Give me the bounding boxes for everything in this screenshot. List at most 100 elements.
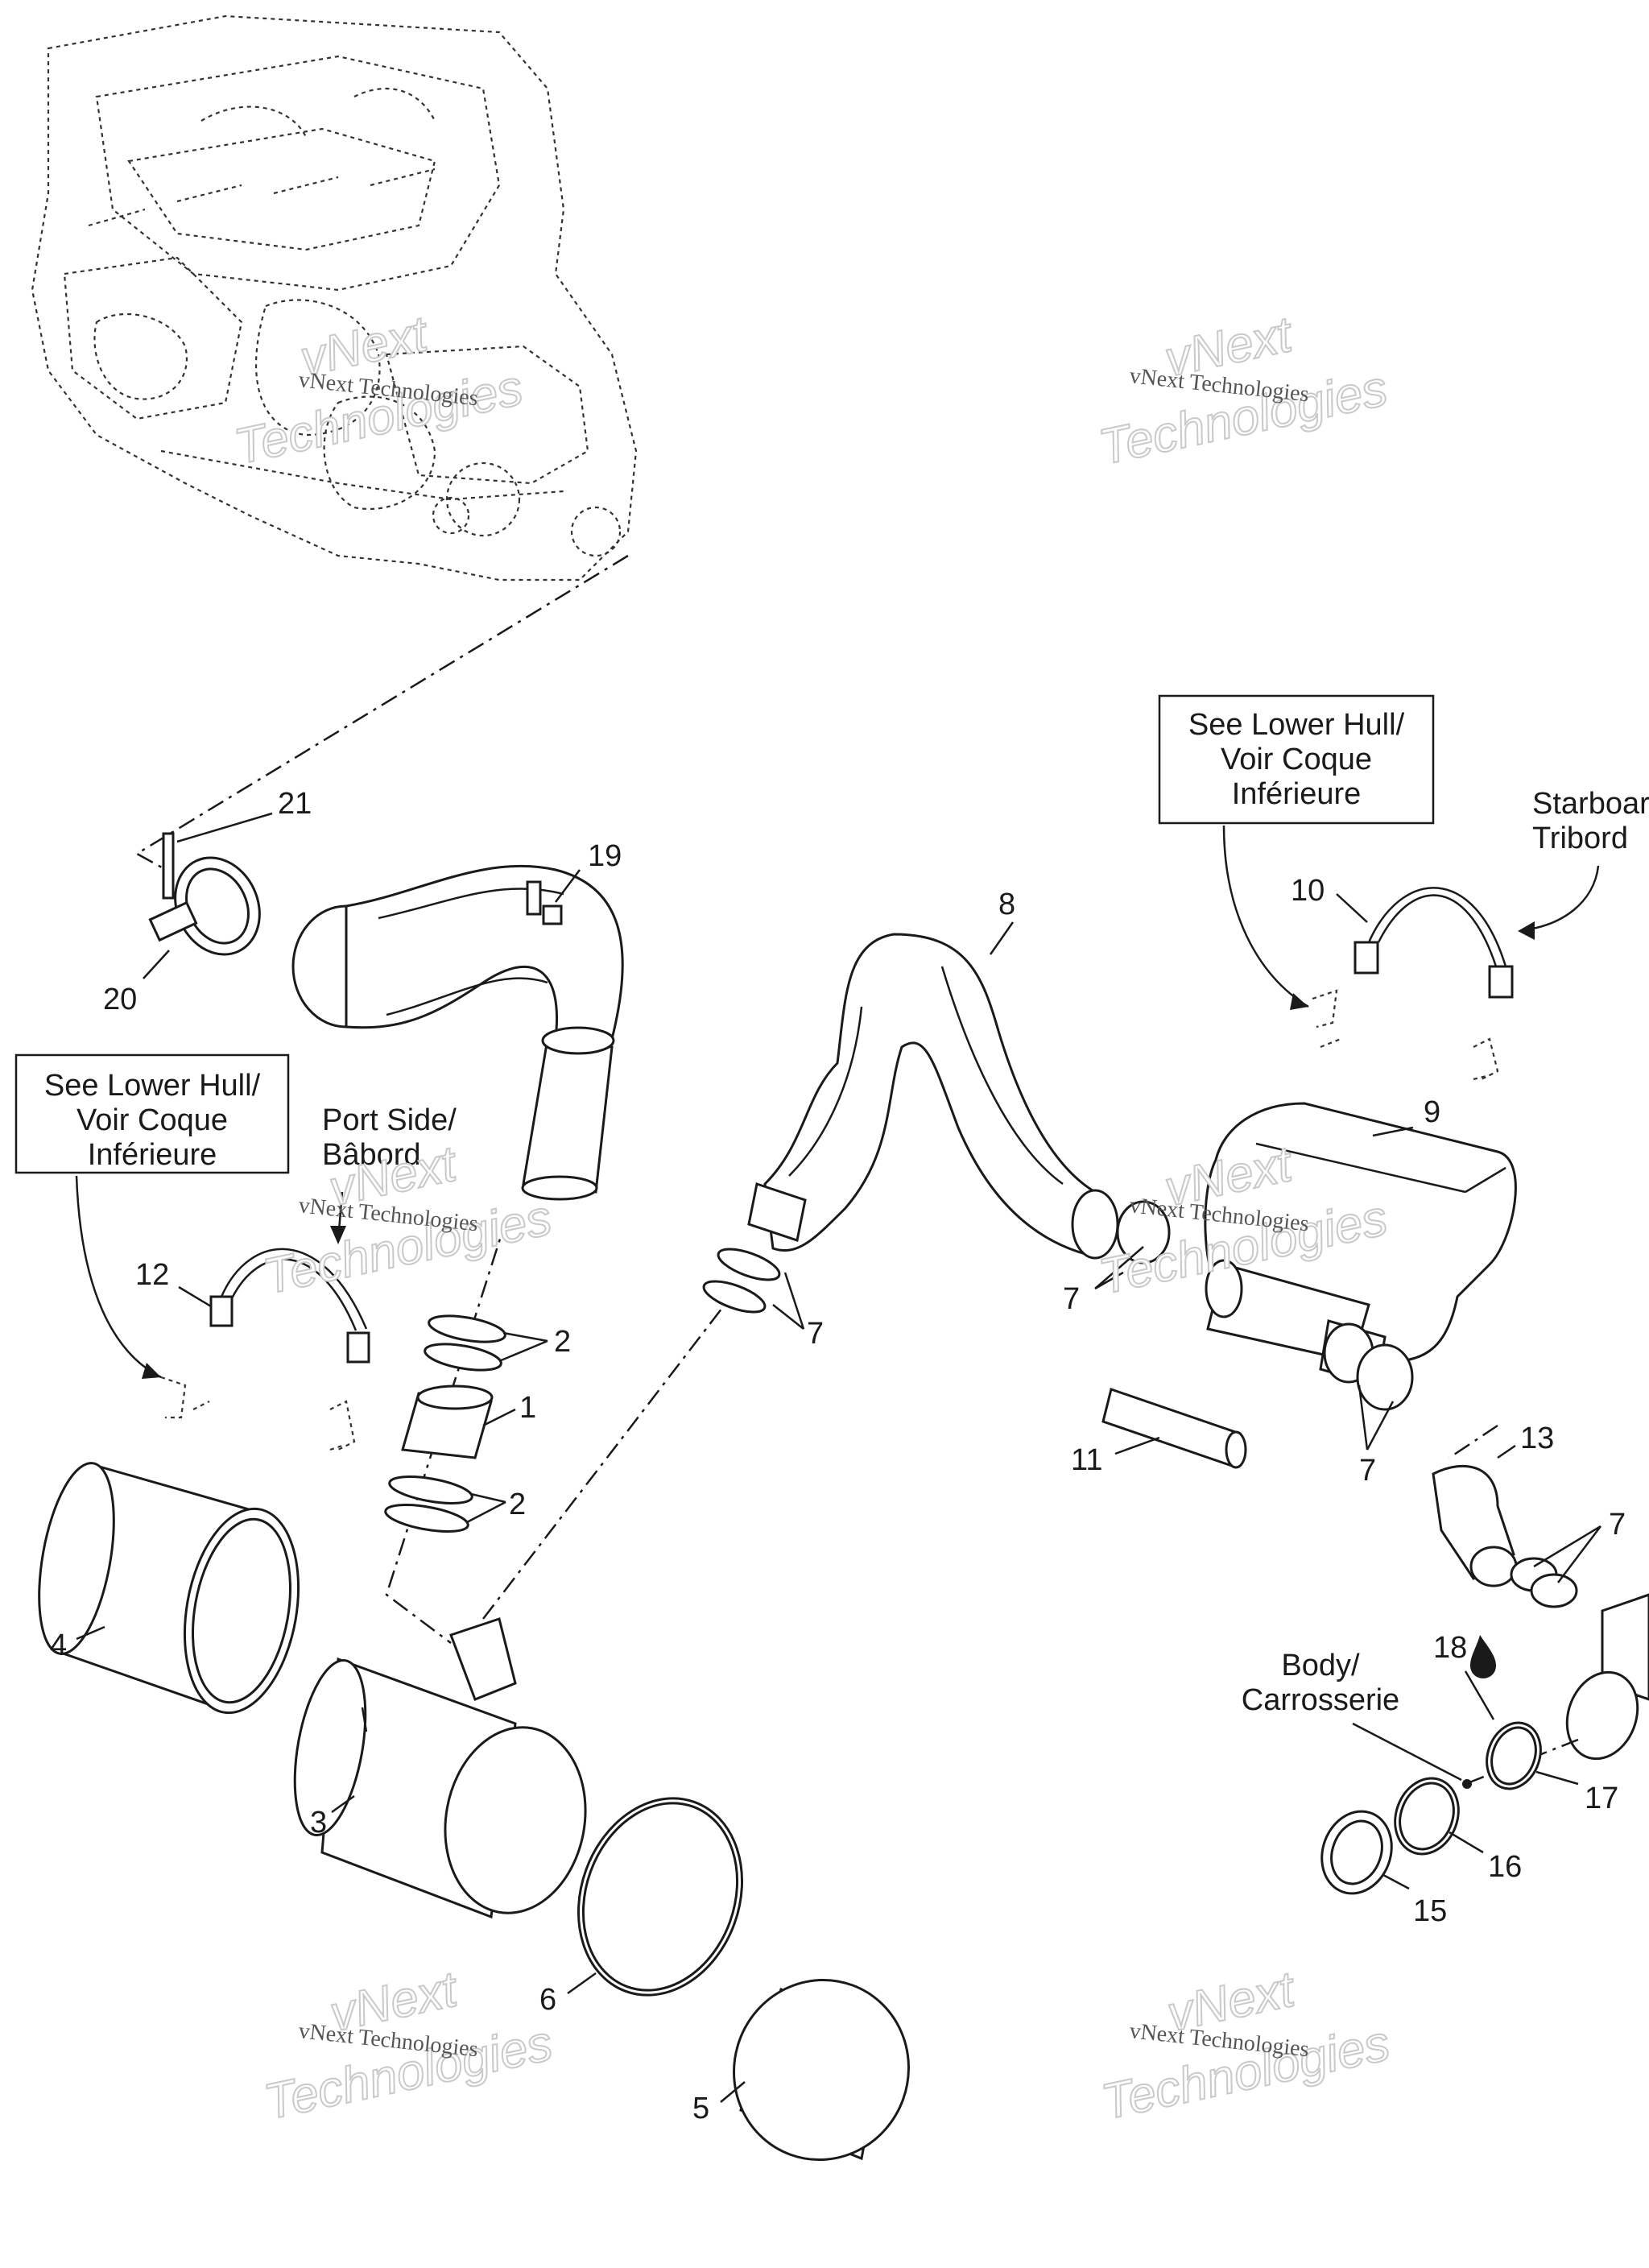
arrowhead bbox=[142, 1363, 161, 1379]
callout-number: 2 bbox=[554, 1325, 571, 1359]
part-17-seal bbox=[1486, 1721, 1542, 1790]
hardware-right-2 bbox=[1473, 1037, 1499, 1081]
callout-5: 5 bbox=[692, 2081, 746, 2125]
callout-number: 10 bbox=[1291, 874, 1325, 908]
callout-6: 6 bbox=[539, 1972, 597, 2017]
callout-number: 8 bbox=[998, 888, 1015, 921]
callout-number: 4 bbox=[50, 1629, 67, 1662]
callout-8: 8 bbox=[989, 888, 1015, 955]
hardware-left-1 bbox=[160, 1376, 210, 1419]
callout-12: 12 bbox=[135, 1258, 212, 1308]
callout-number: 15 bbox=[1413, 1894, 1447, 1928]
callout-19: 19 bbox=[555, 839, 622, 903]
part-7-clamp-middle bbox=[702, 1248, 781, 1314]
part-2-clamp-lower bbox=[384, 1475, 473, 1533]
callout-number: 7 bbox=[1609, 1508, 1626, 1542]
callout-number: 7 bbox=[807, 1317, 824, 1351]
label-line: Body/ bbox=[1281, 1649, 1360, 1682]
callout-number: 9 bbox=[1424, 1095, 1440, 1129]
pipe-centerline-middle bbox=[482, 1304, 725, 1620]
label-line: Tribord bbox=[1532, 822, 1628, 855]
label-body: Body/ Carrosserie bbox=[1242, 1649, 1462, 1782]
callout-9: 9 bbox=[1372, 1095, 1440, 1137]
callout-number: 17 bbox=[1585, 1782, 1618, 1815]
part-15-nut bbox=[1320, 1810, 1393, 1895]
callout-number: 19 bbox=[588, 839, 622, 873]
callout-number: 18 bbox=[1433, 1631, 1467, 1665]
note-line: Inférieure bbox=[1232, 777, 1362, 811]
part-19-exhaust-manifold-pipe bbox=[291, 864, 624, 1201]
callout-2-lower: 2 bbox=[466, 1488, 526, 1524]
part-12-strap bbox=[209, 1248, 370, 1364]
callout-16: 16 bbox=[1449, 1831, 1522, 1884]
callout-number: 2 bbox=[509, 1488, 526, 1521]
part-10-strap bbox=[1354, 887, 1514, 999]
note-line: Inférieure bbox=[88, 1138, 217, 1172]
hardware-right-1 bbox=[1312, 989, 1341, 1049]
callout-2-upper: 2 bbox=[498, 1325, 571, 1363]
callout-7-lower: 7 bbox=[1358, 1384, 1395, 1488]
part-4-heat-shield bbox=[38, 1462, 300, 1715]
part-8-exhaust-hose bbox=[747, 933, 1119, 1260]
label-line: Bâbord bbox=[322, 1138, 421, 1172]
part-7-clamp-waterbox bbox=[1116, 1200, 1414, 1411]
part-21-pin bbox=[162, 832, 175, 900]
callout-4: 4 bbox=[50, 1625, 105, 1662]
callout-number: 20 bbox=[103, 983, 137, 1016]
part-6-ring-clamp bbox=[577, 1797, 744, 1997]
part-11-hose-piece bbox=[1101, 1388, 1247, 1469]
callout-18: 18 bbox=[1433, 1631, 1496, 1720]
label-line: Carrosserie bbox=[1242, 1683, 1399, 1717]
callout-number: 5 bbox=[692, 2092, 709, 2125]
body-attach-point bbox=[1462, 1779, 1472, 1789]
part-2-clamp-upper bbox=[424, 1314, 506, 1372]
pipe-centerline-left bbox=[385, 1215, 509, 1644]
note-line: Voir Coque bbox=[76, 1103, 228, 1137]
part-7-clamp-elbow bbox=[1510, 1557, 1578, 1608]
note-line: See Lower Hull/ bbox=[44, 1069, 261, 1103]
label-port-side: Port Side/ Bâbord bbox=[322, 1103, 457, 1244]
leader-13 bbox=[1449, 1424, 1498, 1459]
arrow-lower-hull-left bbox=[75, 1175, 162, 1379]
callout-number: 21 bbox=[278, 787, 312, 821]
note-lower-hull-left: See Lower Hull/ Voir Coque Inférieure bbox=[14, 1053, 290, 1174]
part-16-washer bbox=[1394, 1777, 1460, 1856]
callout-7-waterbox: 7 bbox=[1063, 1246, 1144, 1316]
arrow-lower-hull-right bbox=[1222, 825, 1309, 1008]
callout-7-elbow: 7 bbox=[1533, 1508, 1626, 1583]
callout-number: 6 bbox=[539, 1983, 556, 2017]
part-20-clamp bbox=[148, 856, 261, 956]
callout-number: 12 bbox=[135, 1258, 169, 1292]
callout-1: 1 bbox=[482, 1391, 536, 1427]
callout-number: 16 bbox=[1488, 1850, 1522, 1884]
engine-phantom bbox=[31, 14, 638, 581]
callout-17: 17 bbox=[1535, 1770, 1618, 1815]
callout-number: 13 bbox=[1520, 1422, 1554, 1455]
label-line: Port Side/ bbox=[322, 1103, 457, 1137]
callout-10: 10 bbox=[1291, 874, 1368, 923]
callout-3: 3 bbox=[310, 1794, 355, 1840]
part-1-coupler-hose bbox=[401, 1384, 494, 1459]
engine-leader bbox=[134, 554, 629, 873]
callout-number: 7 bbox=[1063, 1282, 1080, 1316]
callout-number: 11 bbox=[1071, 1443, 1102, 1477]
note-line: See Lower Hull/ bbox=[1188, 708, 1405, 742]
arrowhead bbox=[1290, 993, 1308, 1010]
hardware-left-2 bbox=[329, 1400, 356, 1451]
callout-number: 7 bbox=[1359, 1454, 1376, 1488]
callout-number: 3 bbox=[310, 1806, 327, 1840]
label-line: Starboard/ bbox=[1532, 787, 1649, 821]
callout-21: 21 bbox=[176, 787, 312, 843]
callout-7-middle: 7 bbox=[772, 1272, 824, 1351]
callout-15: 15 bbox=[1382, 1873, 1447, 1928]
note-lower-hull-right: See Lower Hull/ Voir Coque Inférieure bbox=[1158, 694, 1435, 825]
exhaust-outlet bbox=[1565, 1593, 1649, 1761]
label-starboard: Starboard/ Tribord bbox=[1518, 787, 1649, 940]
callout-number: 1 bbox=[519, 1391, 536, 1425]
note-line: Voir Coque bbox=[1221, 743, 1372, 776]
callout-20: 20 bbox=[103, 950, 170, 1016]
part-5-end-cap bbox=[733, 1978, 910, 2162]
drop-icon bbox=[1470, 1635, 1496, 1678]
callout-13: 13 bbox=[1497, 1422, 1554, 1459]
